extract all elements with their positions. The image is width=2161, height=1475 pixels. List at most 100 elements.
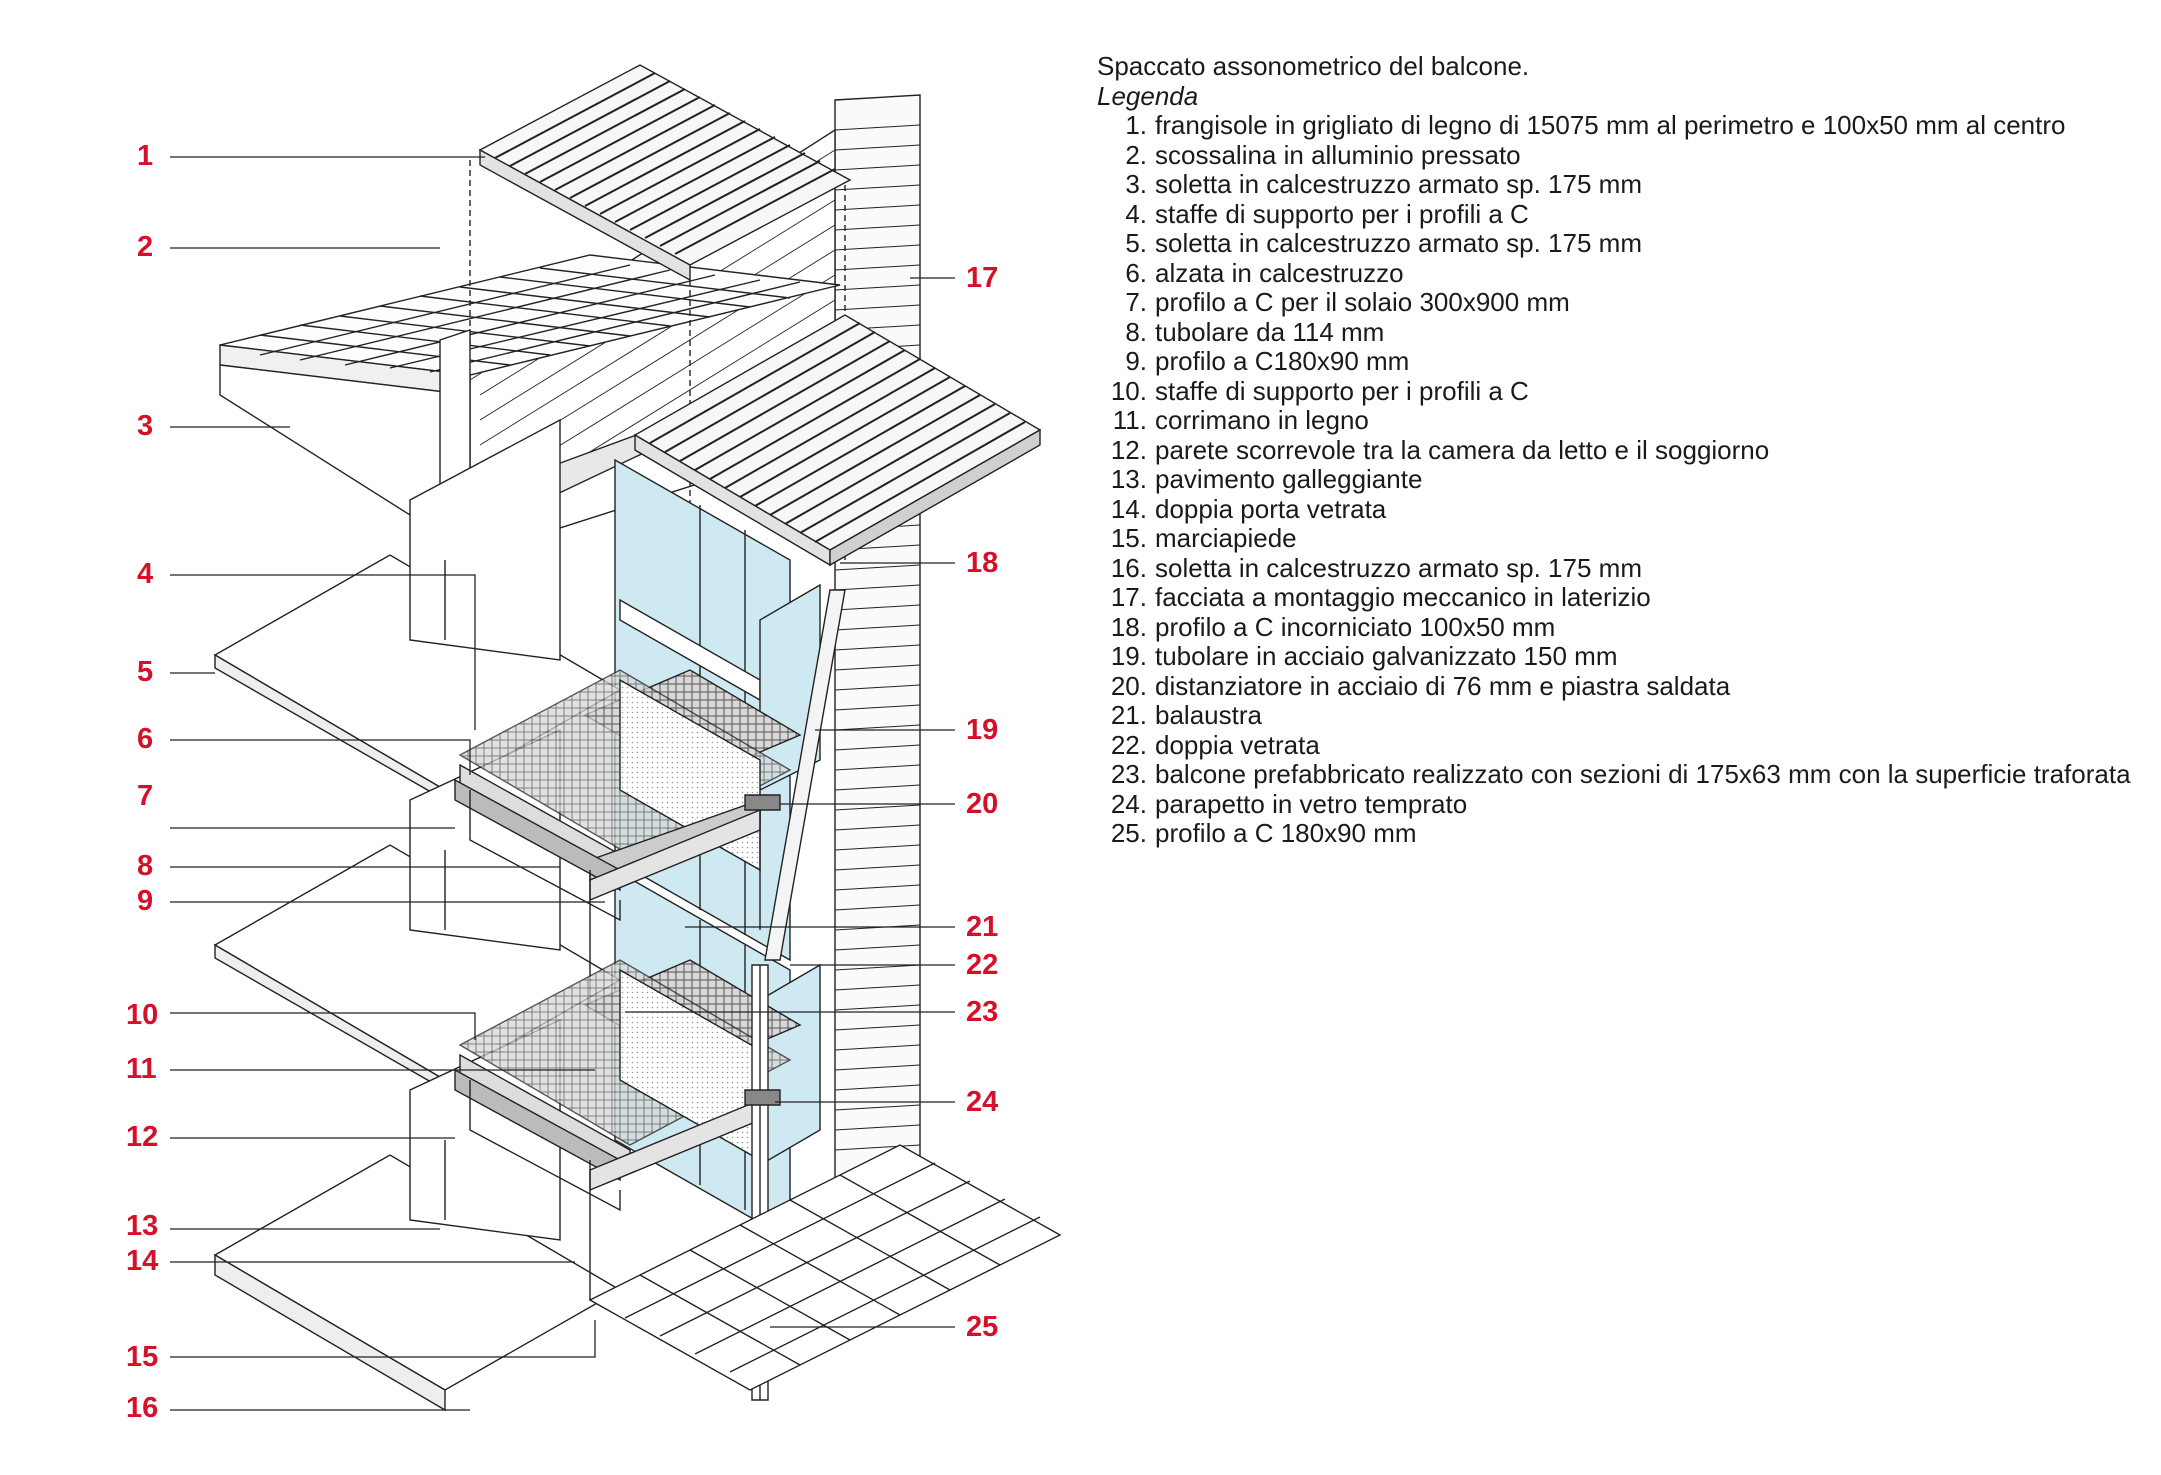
callout-15: 15 xyxy=(126,1341,159,1373)
lower-sunshade xyxy=(633,314,1042,567)
callout-4: 4 xyxy=(137,558,154,590)
legend-item-text: pavimento galleggiante xyxy=(1155,464,1423,494)
legend-item: 18.profilo a C incorniciato 100x50 mm xyxy=(1097,611,2147,643)
legend-item: 16. soletta in calcestruzzo armato sp. 17… xyxy=(1097,552,2147,584)
legend-item-number: 20. xyxy=(1110,670,1147,701)
callout-8: 8 xyxy=(137,850,154,882)
legend-item-number: 1. xyxy=(1125,110,1147,140)
legend-item-text: soletta in calcestruzzo armato sp. 175 m… xyxy=(1155,228,1642,258)
legend-item-text: balaustra xyxy=(1155,700,1262,730)
callout-5: 5 xyxy=(137,656,154,688)
legend-item-number: 19. xyxy=(1110,641,1147,671)
legend-item: 8. tubolare da 114 mm xyxy=(1097,316,2147,348)
callout-21: 21 xyxy=(966,911,999,943)
legend-item-number: 11. xyxy=(1112,405,1147,435)
legend-item: 12. parete scorrevole tra la camera da le… xyxy=(1097,434,2147,466)
legend-item: 15.marciapiede xyxy=(1097,523,2147,554)
legend-title: Spaccato assonometrico del balcone. xyxy=(1097,51,1530,81)
legend-item: 10. staffe di supporto per i profili a C xyxy=(1097,375,2147,407)
legend-item-text: doppia porta vetrata xyxy=(1155,493,1387,524)
callout-2: 2 xyxy=(137,231,154,263)
legend-item-number: 21. xyxy=(1110,700,1147,730)
legend-item-text: profilo a C incorniciato 100x50 mm xyxy=(1155,611,1556,642)
legend-item-text: alzata in calcestruzzo xyxy=(1155,257,1404,288)
legend-item-text: staffe di supporto per i profili a C xyxy=(1155,198,1529,229)
legend-item: 9. profilo a C180x90 mm xyxy=(1097,346,2147,377)
legend-item-number: 14. xyxy=(1110,493,1147,524)
callout-20: 20 xyxy=(966,788,999,820)
legend-item-text: staffe di supporto per i profili a C xyxy=(1155,375,1529,406)
legend-item: 19. tubolare in acciaio galvanizzato 150 … xyxy=(1097,641,2147,672)
top-slab xyxy=(219,254,841,521)
legend-item: 17.facciata a montaggio meccanico in lat… xyxy=(1097,582,2147,613)
legend-item: 20. distanziatore in acciaio di 76 mm e p… xyxy=(1097,670,2147,702)
legend-item-number: 15. xyxy=(1110,523,1147,553)
legend-item-number: 10. xyxy=(1110,375,1147,406)
callout-24: 24 xyxy=(966,1086,999,1118)
balcony-upper xyxy=(454,669,802,1010)
paving xyxy=(588,1144,1062,1391)
legend-item: 24. parapetto in vetro temprato xyxy=(1097,788,2147,820)
legend-item-text: profilo a C180x90 mm xyxy=(1155,346,1410,376)
callout-12: 12 xyxy=(126,1121,159,1153)
callout-25: 25 xyxy=(966,1311,999,1343)
legend: Spaccato assonometrico del balcone. Lege… xyxy=(1097,51,2147,849)
legend-item-number: 16. xyxy=(1110,552,1147,583)
legend-item-number: 24. xyxy=(1110,788,1147,819)
callout-6: 6 xyxy=(137,723,154,755)
callout-22: 22 xyxy=(966,949,999,981)
legend-item-text: tubolare in acciaio galvanizzato 150 mm xyxy=(1155,641,1618,671)
legend-item-number: 3. xyxy=(1125,169,1147,199)
callout-3: 3 xyxy=(137,410,154,442)
legend-item-number: 23. xyxy=(1110,759,1147,789)
legend-item-text: distanziatore in acciaio di 76 mm e pias… xyxy=(1155,670,1731,701)
legend-item-number: 4. xyxy=(1125,198,1147,229)
legend-item: 11. corrimano in legno xyxy=(1097,405,2147,436)
legend-item: 6. alzata in calcestruzzo xyxy=(1097,257,2147,289)
legend-item: 13. pavimento galleggiante xyxy=(1097,464,2147,495)
legend-item-number: 7. xyxy=(1125,287,1147,317)
legend-item-number: 12. xyxy=(1110,434,1147,465)
legend-item-text: corrimano in legno xyxy=(1155,405,1369,435)
legend-subtitle: Legenda xyxy=(1097,80,1199,111)
legend-item-text: soletta in calcestruzzo armato sp. 175 m… xyxy=(1155,552,1642,583)
legend-item-text: parete scorrevole tra la camera da letto… xyxy=(1155,434,1770,465)
legend-item: 4. staffe di supporto per i profili a C xyxy=(1097,198,2147,230)
legend-item: 3. soletta in calcestruzzo armato sp. 175… xyxy=(1097,169,2147,200)
legend-item-text: parapetto in vetro temprato xyxy=(1155,788,1468,819)
legend-item: 25.profilo a C 180x90 mm xyxy=(1097,818,2147,849)
legend-item-number: 8. xyxy=(1125,316,1147,347)
floor-slabs xyxy=(213,418,622,1412)
callout-16: 16 xyxy=(126,1392,159,1424)
legend-item-text: soletta in calcestruzzo armato sp. 175 m… xyxy=(1155,169,1642,199)
legend-item-text: scossalina in alluminio pressato xyxy=(1155,139,1521,170)
callout-1: 1 xyxy=(137,140,154,172)
legend-item-number: 22. xyxy=(1110,729,1147,760)
legend-item-text: doppia vetrata xyxy=(1155,729,1320,760)
legend-item-number: 6. xyxy=(1125,257,1147,288)
callout-18: 18 xyxy=(966,547,999,579)
legend-item-text: tubolare da 114 mm xyxy=(1155,316,1385,347)
legend-item-text: profilo a C 180x90 mm xyxy=(1155,818,1417,848)
legend-item-number: 5. xyxy=(1125,228,1147,258)
legend-item-number: 2. xyxy=(1125,139,1147,170)
callout-14: 14 xyxy=(126,1245,159,1277)
legend-item: 1. frangisole in grigliato di legno di 15… xyxy=(1097,110,2147,141)
callout-7: 7 xyxy=(137,780,154,812)
top-sunshade xyxy=(469,64,852,560)
legend-item: 22. doppia vetrata xyxy=(1097,729,2147,761)
legend-list: 1. frangisole in grigliato di legno di 15… xyxy=(1097,110,2147,849)
callout-19: 19 xyxy=(966,714,999,746)
callout-13: 13 xyxy=(126,1210,159,1242)
legend-item: 23.balcone prefabbricato realizzato con … xyxy=(1097,759,2147,790)
legend-item-number: 13. xyxy=(1110,464,1147,494)
legend-item: 7. profilo a C per il solaio 300x900 mm xyxy=(1097,287,2147,318)
callout-9: 9 xyxy=(137,885,154,917)
legend-item-text: profilo a C per il solaio 300x900 mm xyxy=(1155,287,1570,317)
leader-lines xyxy=(170,156,955,1411)
legend-item-text: frangisole in grigliato di legno di 1507… xyxy=(1155,110,2066,140)
legend-item-number: 9. xyxy=(1125,346,1147,376)
legend-item: 21. balaustra xyxy=(1097,700,2147,731)
legend-item-text: facciata a montaggio meccanico in lateri… xyxy=(1155,582,1651,612)
